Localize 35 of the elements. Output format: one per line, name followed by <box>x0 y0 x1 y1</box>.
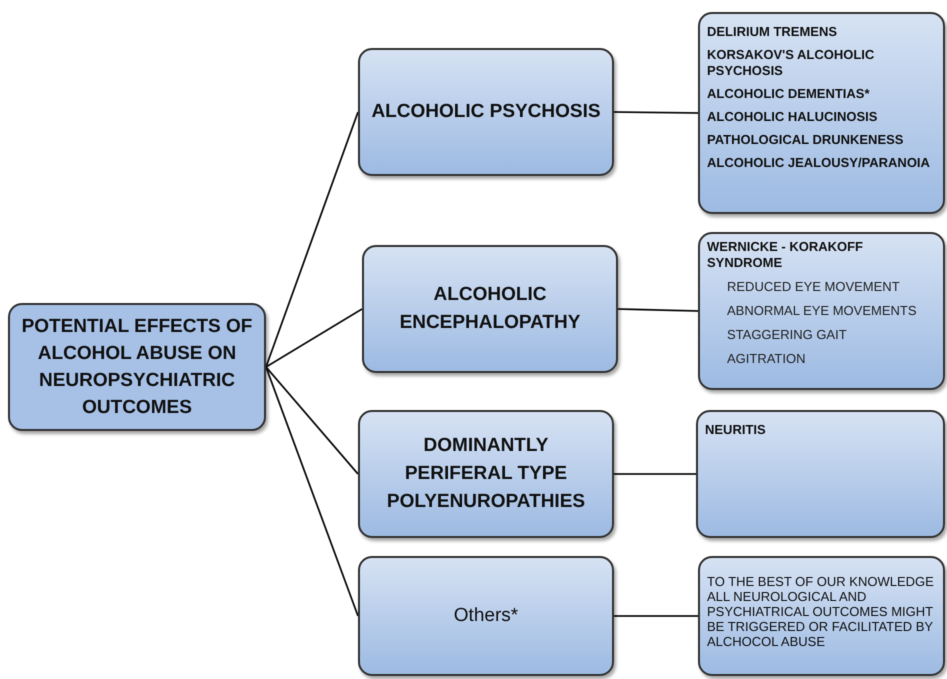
category-box <box>358 556 614 676</box>
detail-box <box>696 410 945 538</box>
list-item: ABNORMAL EYE MOVEMENTS <box>726 303 918 319</box>
list-item: ALCOHOLIC JEALOUSY/PARANOIA <box>707 155 931 171</box>
connector-line <box>265 366 359 475</box>
connector-line <box>614 615 698 617</box>
list-item: STAGGERING GAIT <box>726 327 848 343</box>
connector-line <box>614 473 696 475</box>
list-heading: WERNICKE - KORAKOFF SYNDROME <box>707 239 864 271</box>
node-label: DOMINANTLY PERIFERAL TYPE POLYENUROPATHIES <box>386 434 586 514</box>
category-box <box>358 410 614 538</box>
list-item: REDUCED EYE MOVEMENT <box>726 279 901 295</box>
category-box <box>8 303 266 431</box>
node-label: ALCOHOLIC PSYCHOSIS <box>371 100 601 124</box>
list-item: ALCOHOLIC DEMENTIAS* <box>707 86 870 102</box>
list-item: DELIRIUM TREMENS <box>707 24 838 40</box>
list-item: KORSAKOV'S ALCOHOLIC PSYCHOSIS <box>707 47 876 79</box>
category-box <box>362 245 618 373</box>
connector-line <box>265 366 359 616</box>
category-box <box>358 48 614 176</box>
detail-box <box>698 556 945 676</box>
list-item: NEURITIS <box>705 422 767 438</box>
connector-line <box>618 308 698 312</box>
node-label: POTENTIAL EFFECTS OF ALCOHOL ABUSE ON NEUROPSYCHIATRIC OUTCOMES <box>20 315 254 420</box>
list-item: AGITRATION <box>726 351 806 367</box>
detail-box <box>698 232 945 390</box>
detail-box <box>698 12 945 214</box>
node-paragraph: TO THE BEST OF OUR KNOWLEDGE ALL NEUROLOGICAL AND PSYCHIATRICAL OUTCOMES MIGHT BE TRIGGERED OR FACILITATED BY ALCHOCOL ABUSE <box>707 574 935 649</box>
list-item: ALCOHOLIC HALUCINOSIS <box>707 109 878 125</box>
node-label: Others* <box>454 604 518 628</box>
node-label: ALCOHOLIC ENCEPHALOPATHY <box>398 283 582 335</box>
connector-line <box>266 308 362 368</box>
list-item: PATHOLOGICAL DRUNKENESS <box>707 132 904 148</box>
connector-line <box>265 112 359 368</box>
connector-line <box>614 111 698 114</box>
